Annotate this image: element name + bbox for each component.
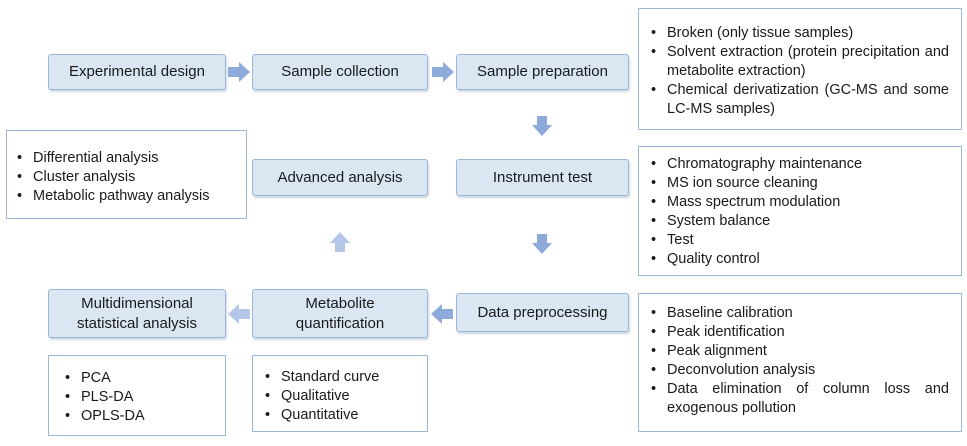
instrument-test-notes: Chromatography maintenance MS ion source… [638,146,962,276]
sample-collection-box: Sample collection [252,54,428,90]
arrow-right-icon [228,62,250,82]
note-item: Cluster analysis [15,168,240,187]
note-item: Metabolic pathway analysis [15,187,240,206]
data-preprocessing-box: Data preprocessing [456,293,629,332]
arrow-right-icon [432,62,454,82]
note-item: Chromatography maintenance [649,155,951,174]
arrow-left-icon [228,304,250,324]
note-item: Qualitative [263,387,421,406]
arrow-down-icon [532,234,552,254]
arrow-down-icon [532,116,552,136]
note-item: OPLS-DA [63,407,219,426]
advanced-analysis-box: Advanced analysis [252,159,428,196]
metabolite-quantification-notes: Standard curve Qualitative Quantitative [252,355,428,432]
multidimensional-analysis-notes: PCA PLS-DA OPLS-DA [48,355,226,436]
sample-preparation-box: Sample preparation [456,54,629,90]
note-item: Broken (only tissue samples) [649,24,949,43]
note-item: Deconvolution analysis [649,361,949,380]
instrument-test-box: Instrument test [456,159,629,196]
advanced-analysis-notes: Differential analysis Cluster analysis M… [6,130,247,219]
note-item: Baseline calibration [649,304,949,323]
note-item: Mass spectrum modulation [649,193,951,212]
note-item: Standard curve [263,368,421,387]
data-preprocessing-notes: Baseline calibration Peak identification… [638,293,962,432]
metabolite-quantification-box: Metabolite quantification [252,289,428,338]
note-item: System balance [649,212,951,231]
note-item: Differential analysis [15,149,240,168]
note-item: Solvent extraction (protein precipitatio… [649,43,949,81]
note-item: MS ion source cleaning [649,174,951,193]
note-item: PLS-DA [63,388,219,407]
note-item: Peak identification [649,323,949,342]
note-item: PCA [63,369,219,388]
note-item: Quantitative [263,406,421,425]
note-item: Test [649,231,951,250]
note-item: Data elimination of column loss and exog… [649,380,949,418]
note-item: Quality control [649,250,951,269]
experimental-design-box: Experimental design [48,54,226,90]
sample-preparation-notes: Broken (only tissue samples) Solvent ext… [638,8,962,130]
arrow-left-icon [431,304,453,324]
multidimensional-analysis-box: Multidimensional statistical analysis [48,289,226,338]
note-item: Peak alignment [649,342,949,361]
note-item: Chemical derivatization (GC-MS and some … [649,81,949,119]
arrow-up-icon [330,232,350,252]
